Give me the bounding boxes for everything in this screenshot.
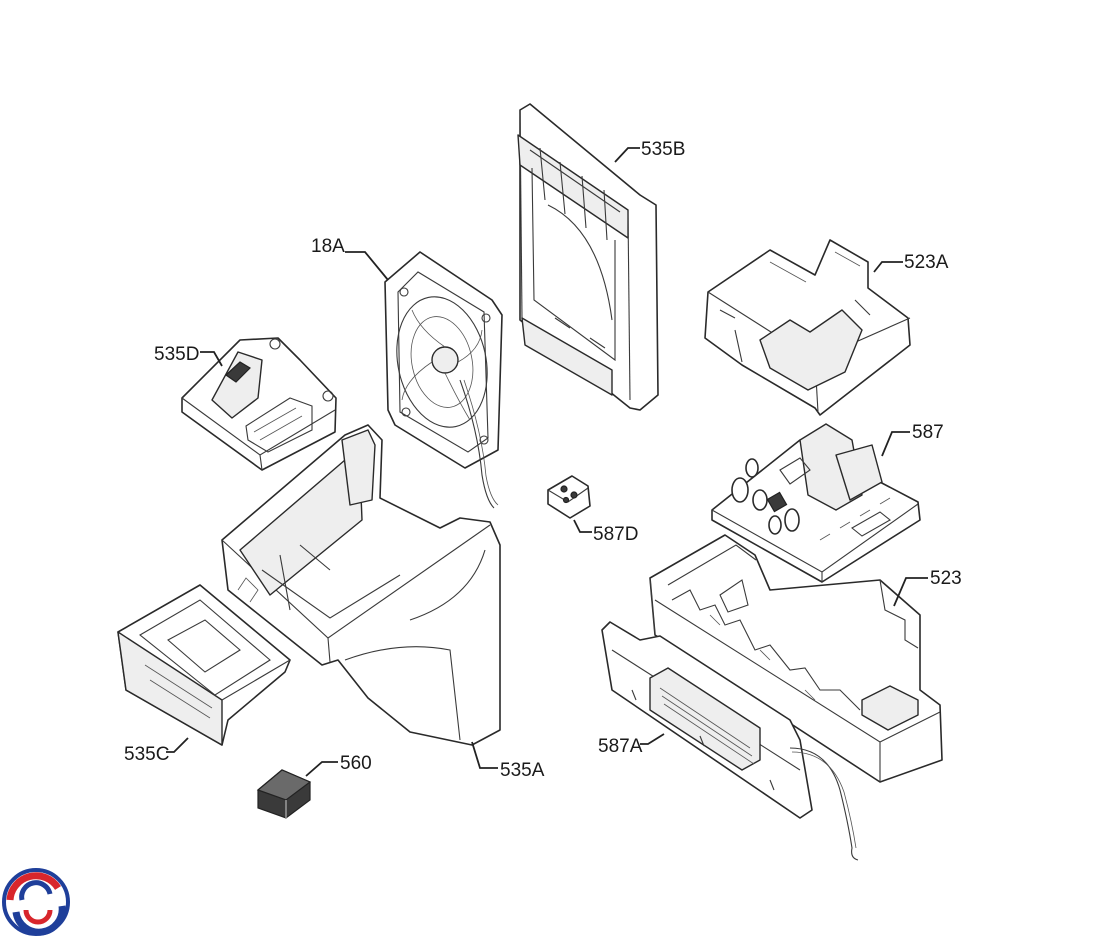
part-535D-bracket [181,337,337,471]
part-587D-small-board [547,475,591,519]
label-523A: 523A [904,252,949,273]
label-535B: 535B [641,139,685,160]
label-587A: 587A [598,736,643,757]
part-587-main-board [711,423,921,583]
label-535D: 535D [154,344,199,365]
part-523A-upper-cover [704,239,911,416]
part-535A-main-housing [221,424,501,746]
part-560-filter [256,769,312,819]
label-560: 560 [340,753,372,774]
part-535C-drawer [117,584,291,746]
part-535B-front-cover [517,103,659,411]
part-523-base-tray [649,534,943,783]
label-535C: 535C [124,744,169,765]
part-18A-fan [384,251,503,509]
label-587: 587 [912,422,944,443]
brand-logo-icon [2,868,70,936]
label-18A: 18A [311,236,345,257]
label-587D: 587D [593,524,638,545]
label-523: 523 [930,568,962,589]
part-587A-display-board [601,621,859,861]
label-535A: 535A [500,760,545,781]
